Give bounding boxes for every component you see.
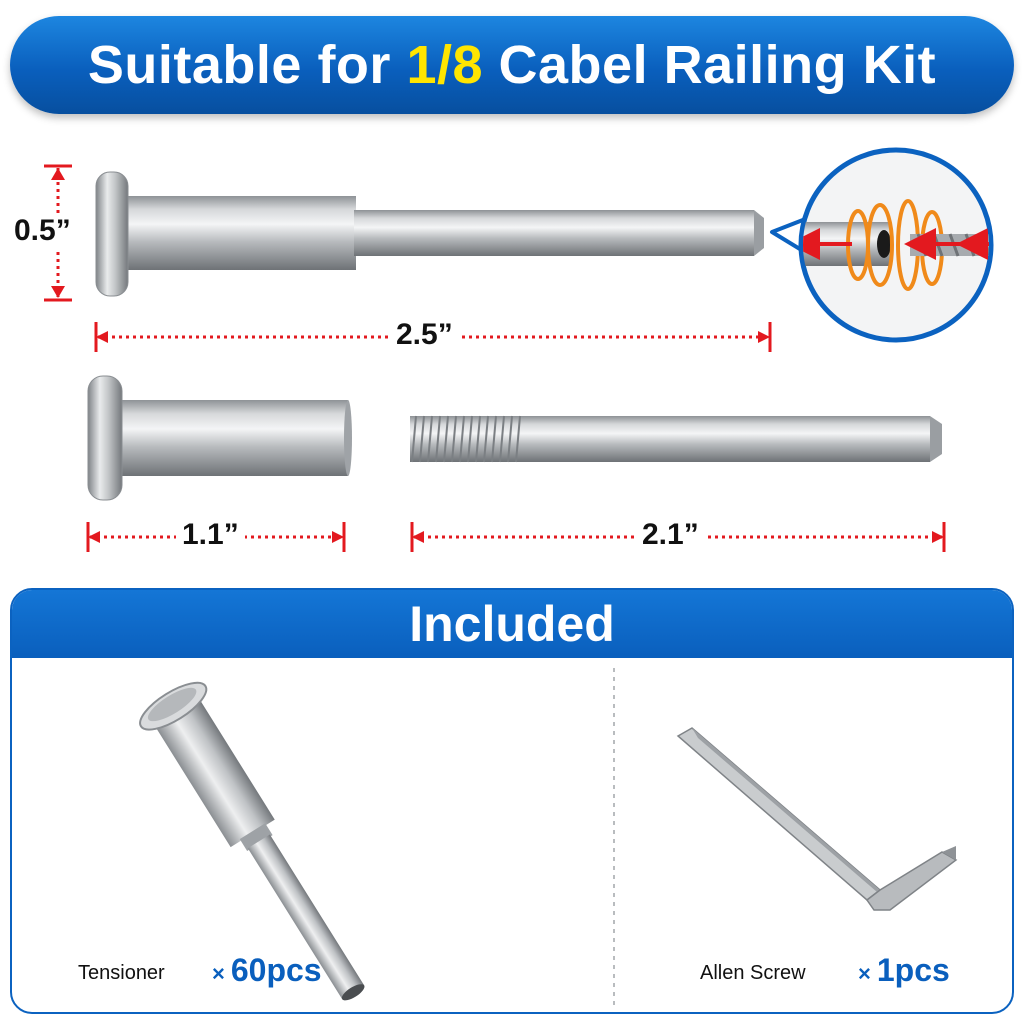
included-header: Included xyxy=(12,590,1012,658)
title-prefix: Suitable for xyxy=(87,35,407,95)
item-qty-allen: ×1pcs xyxy=(858,952,950,989)
tensioner-icon xyxy=(139,681,365,1001)
zoom-callout xyxy=(770,147,994,343)
title-size-highlight: 1/8 xyxy=(406,35,484,95)
sleeve-drawing xyxy=(87,375,352,501)
included-items-art xyxy=(139,668,958,1010)
item-name-allen: Allen Screw xyxy=(700,962,806,984)
dimension-label-sleeve-length: 1.1” xyxy=(176,518,245,552)
title-banner: Suitable for 1/8 Cabel Railing Kit xyxy=(10,16,1014,114)
threaded-bolt-drawing xyxy=(410,415,942,463)
item-qty-tensioner-value: 60pcs xyxy=(230,952,322,988)
product-diagram xyxy=(44,147,994,552)
dimension-label-diameter: 0.5” xyxy=(14,214,71,248)
item-name-tensioner: Tensioner xyxy=(78,962,165,984)
title-suffix: Cabel Railing Kit xyxy=(483,35,937,95)
dimension-label-total-length: 2.5” xyxy=(390,318,459,352)
item-qty-tensioner: ×60pcs xyxy=(212,952,322,989)
times-icon: × xyxy=(212,961,225,986)
allen-key-icon xyxy=(676,727,958,911)
times-icon: × xyxy=(858,961,871,986)
length-dimension-total xyxy=(94,322,772,352)
title-text: Suitable for 1/8 Cabel Railing Kit xyxy=(88,34,936,96)
included-panel: Included xyxy=(10,588,1014,1014)
length-dimension-bolt xyxy=(410,522,946,552)
dimension-label-bolt-length: 2.1” xyxy=(636,518,705,552)
item-qty-allen-value: 1pcs xyxy=(876,952,950,988)
included-heading: Included xyxy=(409,596,615,652)
tensioner-full-drawing xyxy=(95,171,764,297)
